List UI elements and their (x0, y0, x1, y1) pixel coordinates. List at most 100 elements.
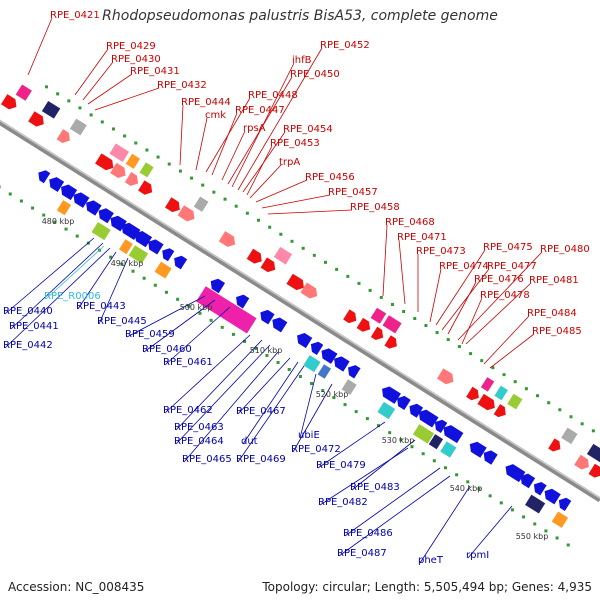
forward-gene-label[interactable]: RPE_0478 (480, 290, 530, 301)
forward-gene-label[interactable]: RPE_0476 (474, 274, 524, 285)
forward-gene-label[interactable]: cmk (205, 110, 226, 121)
rna-gene-label[interactable]: RPE_R0006 (44, 291, 101, 302)
reverse-gene-label[interactable]: RPE_0467 (236, 406, 286, 417)
tick-dot (153, 283, 157, 287)
tick-dot (56, 92, 60, 96)
forward-gene-label[interactable]: RPE_0480 (540, 244, 590, 255)
reverse-gene-label[interactable]: RPE_0483 (350, 482, 400, 493)
reverse-gene-arrow (382, 386, 401, 404)
leader-line (237, 357, 291, 415)
feature-blocks (0, 84, 600, 528)
reverse-gene-label[interactable]: pheT (418, 555, 444, 566)
reverse-gene-label[interactable]: rpmI (466, 550, 489, 561)
reverse-gene-label[interactable]: RPE_0465 (182, 454, 232, 465)
reverse-gene-label[interactable]: RPE_0487 (337, 548, 387, 559)
tick-dot (480, 359, 484, 363)
forward-gene-label[interactable]: RPE_0456 (305, 172, 355, 183)
reverse-gene-label[interactable]: RPE_0440 (3, 306, 53, 317)
reverse-gene-label[interactable]: RPE_0459 (125, 329, 175, 340)
forward-gene-label[interactable]: RPE_0450 (290, 69, 340, 80)
reverse-gene-label[interactable]: RPE_0486 (343, 528, 393, 539)
forward-gene-label[interactable]: RPE_0454 (283, 124, 333, 135)
leader-line (255, 179, 308, 203)
forward-gene-label[interactable]: RPE_0432 (157, 80, 207, 91)
leader-line (267, 209, 353, 215)
reverse-gene-label[interactable]: RPE_0463 (174, 422, 224, 433)
forward-gene-label[interactable]: RPE_0471 (397, 232, 447, 243)
forward-gene-label[interactable]: RPE_0447 (235, 105, 285, 116)
reverse-gene-label[interactable]: RPE_0442 (3, 340, 53, 351)
tick-dot (424, 324, 428, 328)
tick-dot (290, 239, 294, 243)
leader-line (164, 334, 251, 414)
forward-gene-label[interactable]: RPE_0485 (532, 326, 582, 337)
forward-gene-label[interactable]: RPE_0452 (320, 40, 370, 51)
forward-gene-label[interactable]: RPE_0468 (385, 217, 435, 228)
reverse-gene-label[interactable]: ubiE (298, 430, 320, 441)
tick-dot (89, 113, 93, 117)
forward-gene-label[interactable]: RPE_0448 (248, 90, 298, 101)
tick-dot (123, 134, 127, 138)
forward-gene-label[interactable]: RPE_0458 (350, 202, 400, 213)
forward-gene-label[interactable]: RPE_0430 (111, 54, 161, 65)
forward-gene-label[interactable]: RPE_0473 (416, 246, 466, 257)
forward-gene-label[interactable]: RPE_0474 (439, 261, 489, 272)
forward-gene-label[interactable]: RPE_0431 (130, 66, 180, 77)
reverse-gene-label[interactable]: RPE_0482 (318, 497, 368, 508)
forward-gene-block (480, 377, 495, 392)
forward-gene-label[interactable]: RPE_0457 (328, 187, 378, 198)
forward-gene-label[interactable]: RPE_0429 (106, 41, 156, 52)
reverse-gene-label[interactable]: RPE_0464 (174, 436, 224, 447)
reverse-gene-block (128, 245, 149, 264)
tick-dot (312, 253, 316, 257)
reverse-gene-label[interactable]: RPE_0469 (236, 454, 286, 465)
leader-line (82, 61, 114, 101)
forward-gene-label[interactable]: RPE_0475 (483, 242, 533, 253)
reverse-gene-label[interactable]: RPE_0472 (291, 444, 341, 455)
reverse-gene-label[interactable]: RPE_0462 (163, 405, 213, 416)
reverse-gene-label[interactable]: RPE_0479 (316, 460, 366, 471)
leader-line (461, 297, 483, 345)
leader-line (143, 299, 216, 353)
reverse-gene-label[interactable]: RPE_0445 (97, 316, 147, 327)
reverse-gene-block (428, 434, 444, 450)
forward-gene-block (69, 118, 87, 136)
reverse-gene-label[interactable]: RPE_0441 (9, 321, 59, 332)
tick-dot (332, 396, 336, 400)
tick-dot (209, 318, 213, 322)
leader-line (195, 117, 208, 171)
tick-dot (410, 445, 414, 449)
forward-gene-label[interactable]: RPE_0484 (527, 308, 577, 319)
forward-gene-label[interactable]: trpA (279, 157, 300, 168)
tick-dot (368, 288, 372, 292)
forward-gene-label[interactable]: RPE_0481 (529, 275, 579, 286)
reverse-gene-arrow (434, 419, 448, 433)
tick-dot (67, 99, 71, 103)
forward-gene-arrow (437, 368, 454, 385)
forward-gene-label[interactable]: RPE_0421 (50, 10, 100, 21)
reverse-gene-label[interactable]: dut (241, 436, 258, 447)
leader-line (94, 87, 160, 111)
tick-dot (298, 375, 302, 379)
reverse-gene-label[interactable]: RPE_0460 (142, 344, 192, 355)
forward-gene-label[interactable]: RPE_0444 (181, 97, 231, 108)
tick-dot (533, 522, 537, 526)
leader-line (382, 224, 388, 297)
forward-gene-label[interactable]: RPE_0453 (270, 138, 320, 149)
forward-gene-label[interactable]: rpsA (243, 123, 266, 134)
reverse-gene-arrow (49, 177, 65, 192)
tick-dot (510, 508, 514, 512)
reverse-gene-label[interactable]: RPE_0461 (163, 357, 213, 368)
forward-gene-label[interactable]: RPE_0477 (487, 261, 537, 272)
kbp-label: 500 kbp (180, 303, 213, 312)
forward-gene-label[interactable]: ihfB (292, 55, 312, 66)
tick-dot (446, 338, 450, 342)
forward-gene-arrow (300, 282, 318, 299)
leader-line (429, 268, 442, 323)
reverse-gene-label[interactable]: RPE_0443 (76, 301, 126, 312)
tick-dot (120, 262, 124, 266)
reverse-gene-arrow (409, 403, 424, 418)
leader-line (164, 306, 231, 366)
reverse-gene-arrow (483, 450, 498, 465)
tick-dot (53, 220, 57, 224)
